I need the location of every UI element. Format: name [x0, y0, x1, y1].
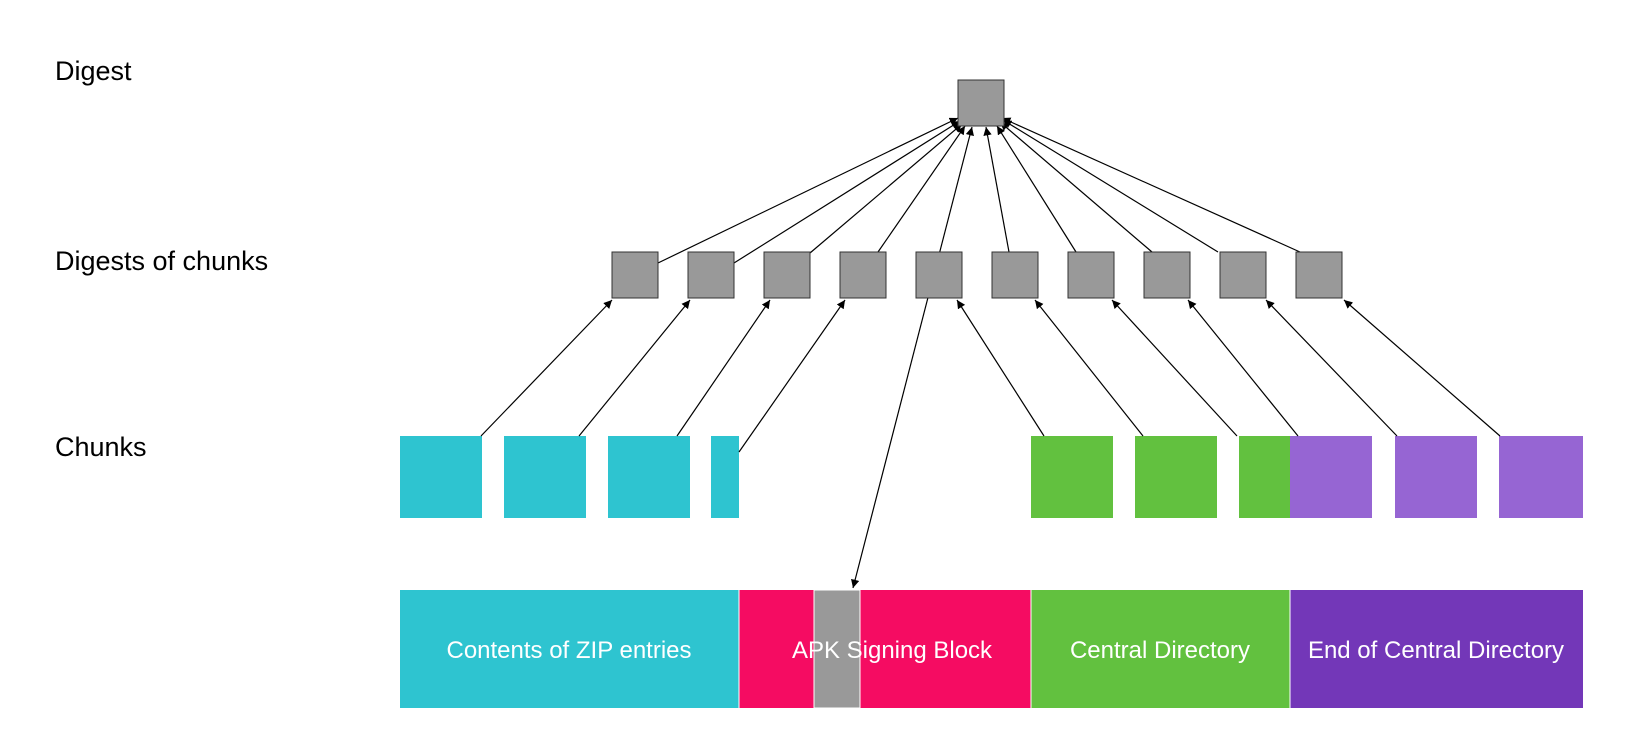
top-digest [957, 79, 1005, 127]
segment-label-eocd: End of Central Directory [1308, 637, 1564, 664]
chunk-digest-7 [1067, 251, 1115, 299]
chunk-eocd-2 [1395, 436, 1477, 518]
chunk-cd-3 [1239, 436, 1290, 518]
label-digests-of-chunks: Digests of chunks [55, 246, 269, 276]
chunk-digest-4 [839, 251, 887, 299]
chunk-digest-6 [991, 251, 1039, 299]
segment-central-directory [1031, 590, 1290, 708]
chunk-eocd-3 [1499, 436, 1583, 518]
signing-block-arrow [851, 126, 974, 589]
label-chunks: Chunks [55, 432, 147, 462]
chunk-zip-3 [608, 436, 690, 518]
chunk-zip-1 [400, 436, 482, 518]
chunk-digest-9 [1219, 251, 1267, 299]
segment-label-central-directory: Central Directory [1070, 637, 1250, 664]
segment-eocd [1290, 590, 1583, 708]
label-digest: Digest [55, 56, 132, 86]
chunk-digest-8 [1143, 251, 1191, 299]
chunk-digest-1 [611, 251, 659, 299]
chunk-cd-2 [1135, 436, 1217, 518]
chunk-eocd-1 [1290, 436, 1372, 518]
digests-of-chunks [611, 251, 1343, 299]
segment-label-zip-entries: Contents of ZIP entries [446, 637, 691, 664]
chunk-digest-5 [915, 251, 963, 299]
chunk-digest-3 [763, 251, 811, 299]
chunk-to-digest-arrows [480, 299, 1501, 453]
segment-zip-entries [400, 590, 739, 708]
segment-label-apk-signing-block: APK Signing Block [792, 637, 993, 664]
digest-to-top-arrows [657, 117, 1301, 264]
chunk-zip-4 [711, 436, 739, 518]
chunk-zip-2 [504, 436, 586, 518]
segment-apk-signing-block [739, 590, 1031, 708]
chunk-digest-2 [687, 251, 735, 299]
segment-apk-signing-block-excluded [813, 589, 861, 709]
chunk-cd-1 [1031, 436, 1113, 518]
chunk-digest-10 [1295, 251, 1343, 299]
